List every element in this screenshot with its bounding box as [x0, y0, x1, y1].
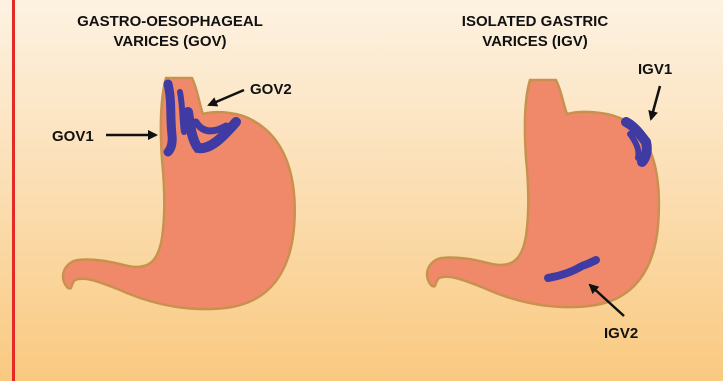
gov1-varices [168, 84, 172, 152]
stomach-right [427, 80, 659, 307]
igv2-label: IGV2 [604, 325, 638, 342]
stomach-left [63, 78, 295, 309]
gov2-label: GOV2 [250, 81, 292, 98]
igv1-arrow [651, 86, 660, 119]
igv1-label: IGV1 [638, 61, 672, 78]
gov1-label: GOV1 [52, 128, 94, 145]
gov2-arrow [209, 90, 244, 105]
